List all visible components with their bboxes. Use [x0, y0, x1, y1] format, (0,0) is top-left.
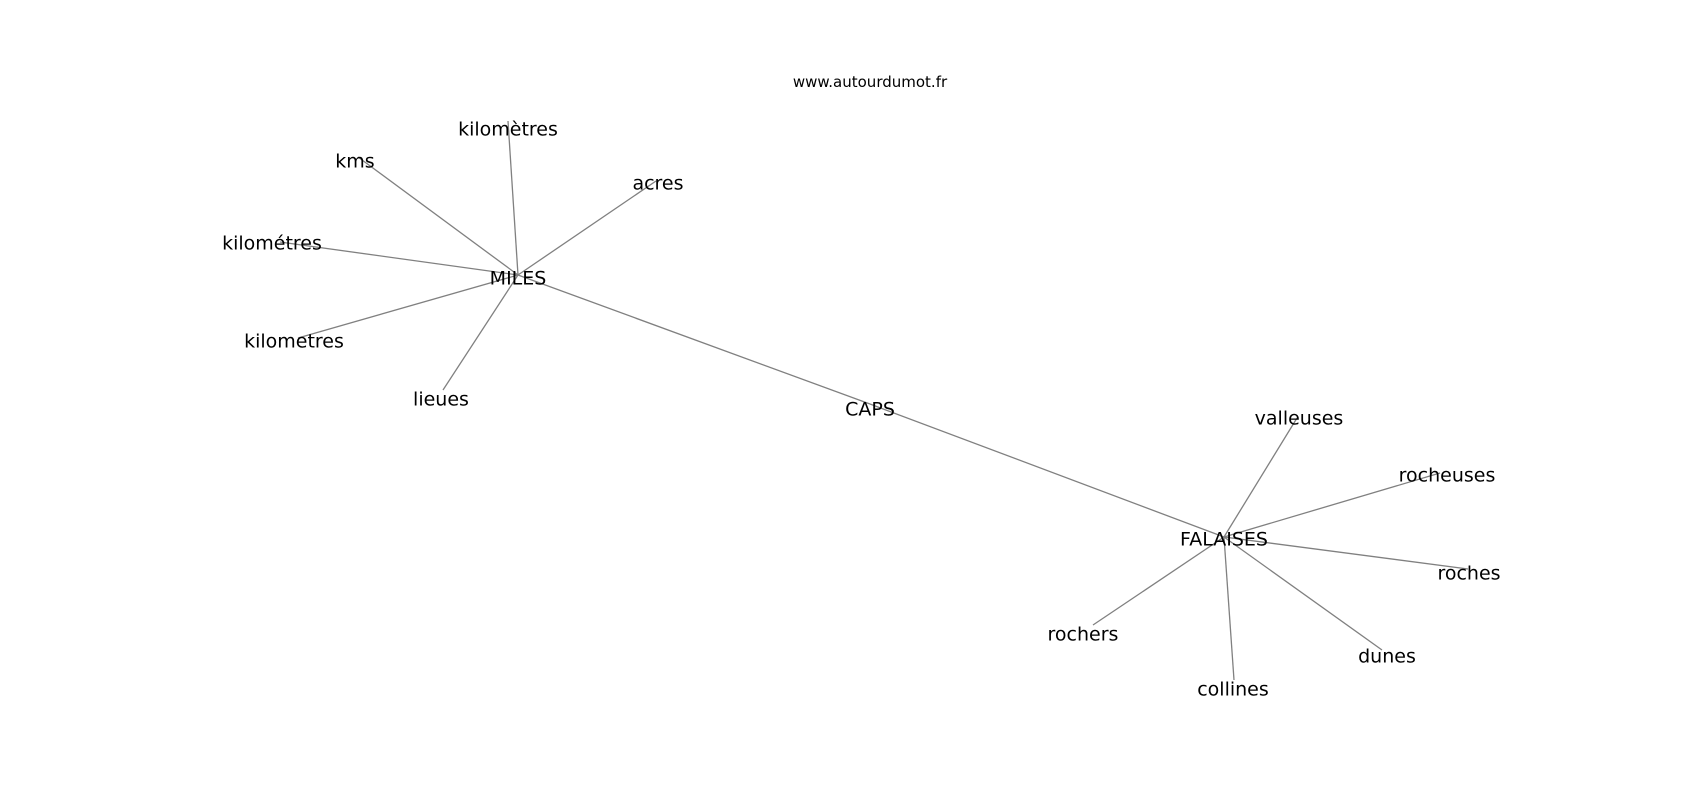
edge-miles-acres	[517, 180, 657, 276]
node-label-collines: collines	[1197, 679, 1269, 701]
node-label-lieues: lieues	[413, 389, 469, 411]
edge-caps-miles	[517, 274, 871, 405]
edge-falaises-rochers	[1092, 536, 1225, 626]
node-label-rochers: rochers	[1048, 624, 1119, 646]
edge-layer	[279, 120, 1469, 681]
node-label-kilometres-grave: kilomètres	[458, 119, 558, 141]
edge-falaises-rocheuses	[1223, 472, 1441, 538]
node-label-kms: kms	[335, 151, 374, 173]
node-label-falaises: FALAISES	[1180, 529, 1268, 551]
node-label-acres: acres	[632, 173, 683, 195]
node-label-rocheuses: rocheuses	[1399, 465, 1496, 487]
edge-caps-falaises	[869, 403, 1225, 538]
node-label-valleuses: valleuses	[1255, 408, 1344, 430]
edge-falaises-dunes	[1223, 536, 1383, 651]
edge-miles-kilometres_plain	[297, 274, 519, 339]
edge-miles-kilometres_grave	[507, 120, 519, 276]
node-label-dunes: dunes	[1358, 646, 1416, 668]
node-label-kilometres-acute: kilométres	[222, 233, 322, 255]
edge-miles-kilometres_acute	[279, 241, 519, 276]
node-label-kilometres-plain: kilometres	[244, 331, 344, 353]
node-label-roches: roches	[1437, 563, 1500, 585]
label-layer: CAPS MILES FALAISES kilomètres kms acres kilom…	[222, 119, 1500, 701]
edge-falaises-valleuses	[1223, 417, 1298, 538]
edge-falaises-roches	[1223, 536, 1469, 570]
node-label-caps: CAPS	[845, 399, 895, 421]
edge-falaises-collines	[1223, 536, 1235, 681]
edge-miles-lieues	[442, 274, 519, 391]
site-watermark: www.autourdumot.fr	[793, 73, 948, 91]
node-label-miles: MILES	[490, 268, 547, 290]
edge-miles-kms	[357, 156, 519, 276]
